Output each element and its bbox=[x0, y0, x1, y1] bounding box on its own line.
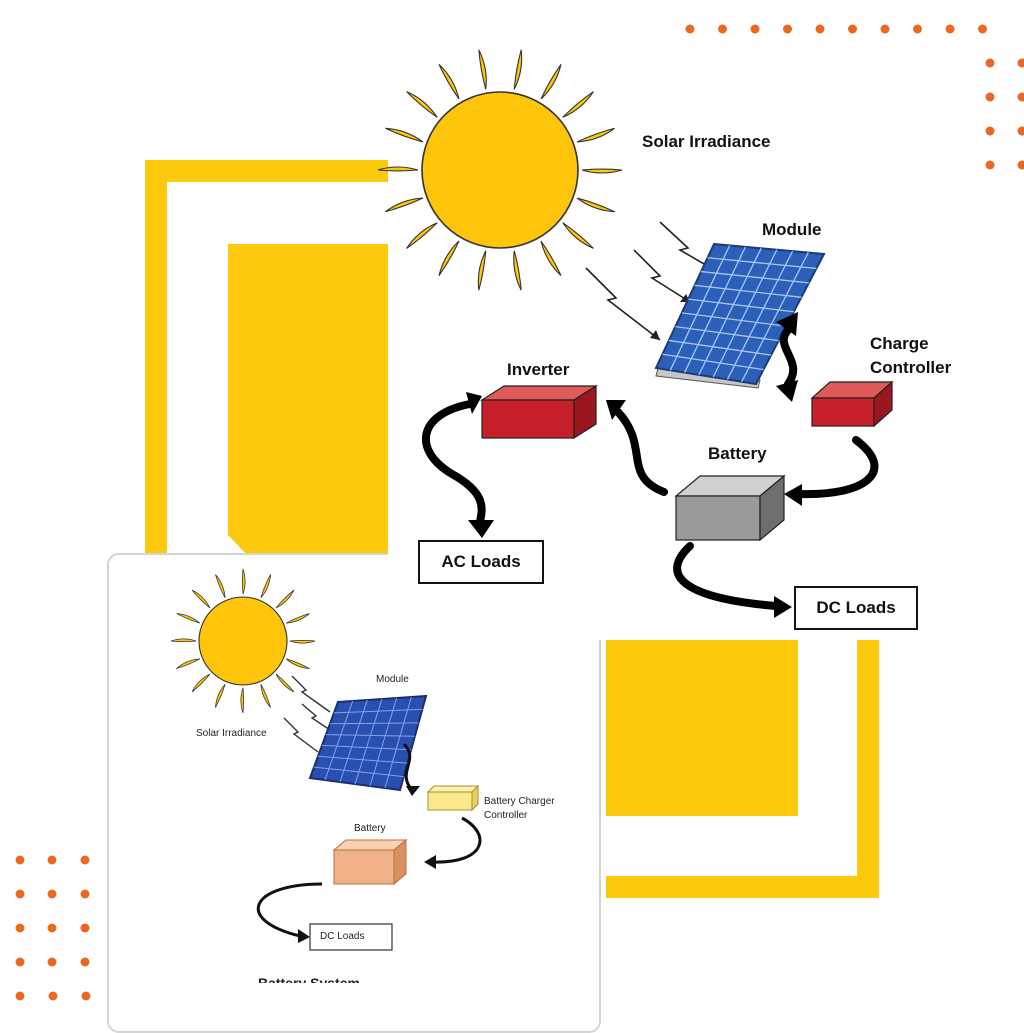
sun-ray bbox=[563, 223, 594, 249]
inverter-box-icon bbox=[482, 386, 596, 438]
module-label: Module bbox=[762, 220, 822, 240]
sun-ray bbox=[478, 251, 485, 290]
sun-icon bbox=[378, 50, 622, 290]
sun-ray bbox=[514, 251, 521, 290]
battery-box-icon bbox=[676, 476, 784, 540]
charge-controller-label-line1: Charge bbox=[870, 334, 929, 354]
charge-controller-label-line2: Controller bbox=[870, 358, 951, 378]
sun-ray bbox=[439, 241, 459, 276]
inverter-label: Inverter bbox=[507, 360, 569, 380]
dc-loads-label: DC Loads bbox=[816, 598, 895, 618]
solar-irradiance-label: Solar Irradiance bbox=[642, 132, 771, 152]
sun-ray bbox=[514, 50, 521, 89]
sun-ray bbox=[407, 92, 438, 118]
sun-ray bbox=[479, 50, 486, 89]
sun-ray bbox=[439, 64, 459, 99]
dc-loads-box: DC Loads bbox=[794, 586, 918, 630]
sun-ray bbox=[407, 223, 438, 249]
sun-ray bbox=[577, 128, 615, 142]
charge-controller-box-icon bbox=[812, 382, 892, 426]
sun-ray bbox=[385, 198, 423, 212]
ac-loads-box: AC Loads bbox=[418, 540, 544, 584]
sun-disk bbox=[422, 92, 578, 248]
solar-module-icon bbox=[656, 244, 824, 388]
sun-ray bbox=[582, 169, 622, 173]
sun-ray bbox=[385, 128, 423, 142]
sun-ray bbox=[577, 198, 615, 212]
sun-ray bbox=[378, 167, 418, 171]
sun-ray bbox=[541, 241, 561, 276]
battery-label: Battery bbox=[708, 444, 767, 464]
sun-ray bbox=[563, 92, 594, 118]
ac-loads-label: AC Loads bbox=[441, 552, 520, 572]
sun-ray bbox=[541, 64, 561, 99]
